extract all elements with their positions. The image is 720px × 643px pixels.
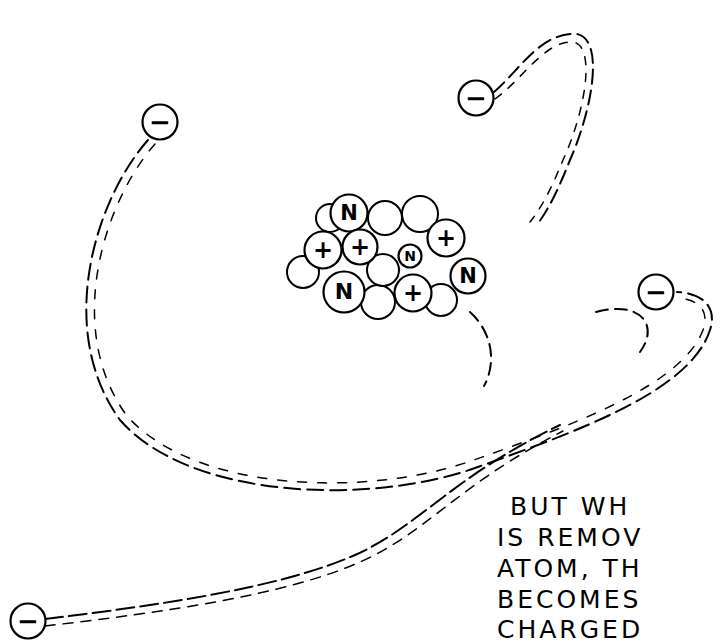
electron: − — [457, 79, 495, 117]
orbit-path — [45, 425, 560, 619]
particle-charge: N — [340, 203, 358, 224]
particle-charge: + — [313, 238, 333, 262]
particle-charge: N — [335, 281, 353, 303]
caption-line: BECOMES — [497, 587, 641, 612]
proton: + — [303, 230, 343, 270]
particle-charge: N — [459, 266, 477, 287]
particle-circle — [331, 195, 368, 232]
neutron: N — [329, 193, 369, 233]
proton: + — [426, 218, 466, 258]
electron: − — [141, 103, 179, 141]
particle-charge: − — [149, 109, 171, 135]
orbit-path — [86, 140, 712, 490]
particle-circle — [459, 81, 494, 116]
orbit-path — [495, 42, 586, 222]
orbit-path — [596, 309, 648, 352]
particle-circle — [343, 230, 378, 265]
caption-line: IS REMOV — [497, 525, 643, 550]
particle-circle — [428, 220, 465, 257]
particle-circle — [305, 232, 342, 269]
particle-charge: + — [403, 281, 423, 305]
particle-charge: + — [436, 226, 456, 250]
particle-charge: − — [645, 279, 667, 305]
hidden-particle — [361, 285, 395, 319]
proton: + — [393, 273, 433, 313]
particle-circle — [11, 604, 46, 639]
particle-circle — [451, 259, 486, 294]
hidden-particle — [368, 201, 402, 235]
particle-charge: N — [404, 249, 416, 263]
particle-charge: + — [350, 235, 370, 259]
nucleus-cluster — [287, 196, 457, 319]
orbit-path — [94, 144, 705, 483]
caption-line: BUT WH — [510, 494, 630, 519]
proton: + — [341, 228, 379, 266]
orbit-path — [494, 34, 593, 226]
neutron: N — [449, 257, 487, 295]
particle-circle — [639, 275, 674, 310]
particle-charge: − — [17, 608, 39, 634]
orbit-path — [470, 312, 491, 386]
neutron: N — [322, 270, 366, 314]
particle-circle — [143, 105, 178, 140]
particle-circle — [324, 272, 365, 313]
neutron: N — [397, 243, 423, 269]
orbit-group — [45, 34, 712, 626]
particle-circle — [399, 245, 422, 268]
electron: − — [9, 602, 47, 640]
orbit-path — [45, 431, 563, 626]
electron: − — [637, 273, 675, 311]
particle-circle — [395, 275, 432, 312]
caption-line: ATOM, TH — [497, 556, 643, 581]
caption-line: CHARGED — [497, 617, 643, 642]
particle-charge: − — [465, 85, 487, 111]
